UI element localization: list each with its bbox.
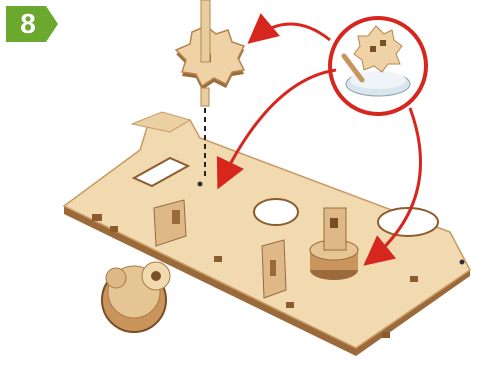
step-number: 8 <box>6 6 50 42</box>
wooden-axle-lower <box>201 88 209 106</box>
step-badge: 8 <box>6 6 58 42</box>
glue-dish-callout <box>330 18 426 114</box>
wooden-axle <box>201 0 210 62</box>
lower-gear-assembly <box>102 262 170 332</box>
